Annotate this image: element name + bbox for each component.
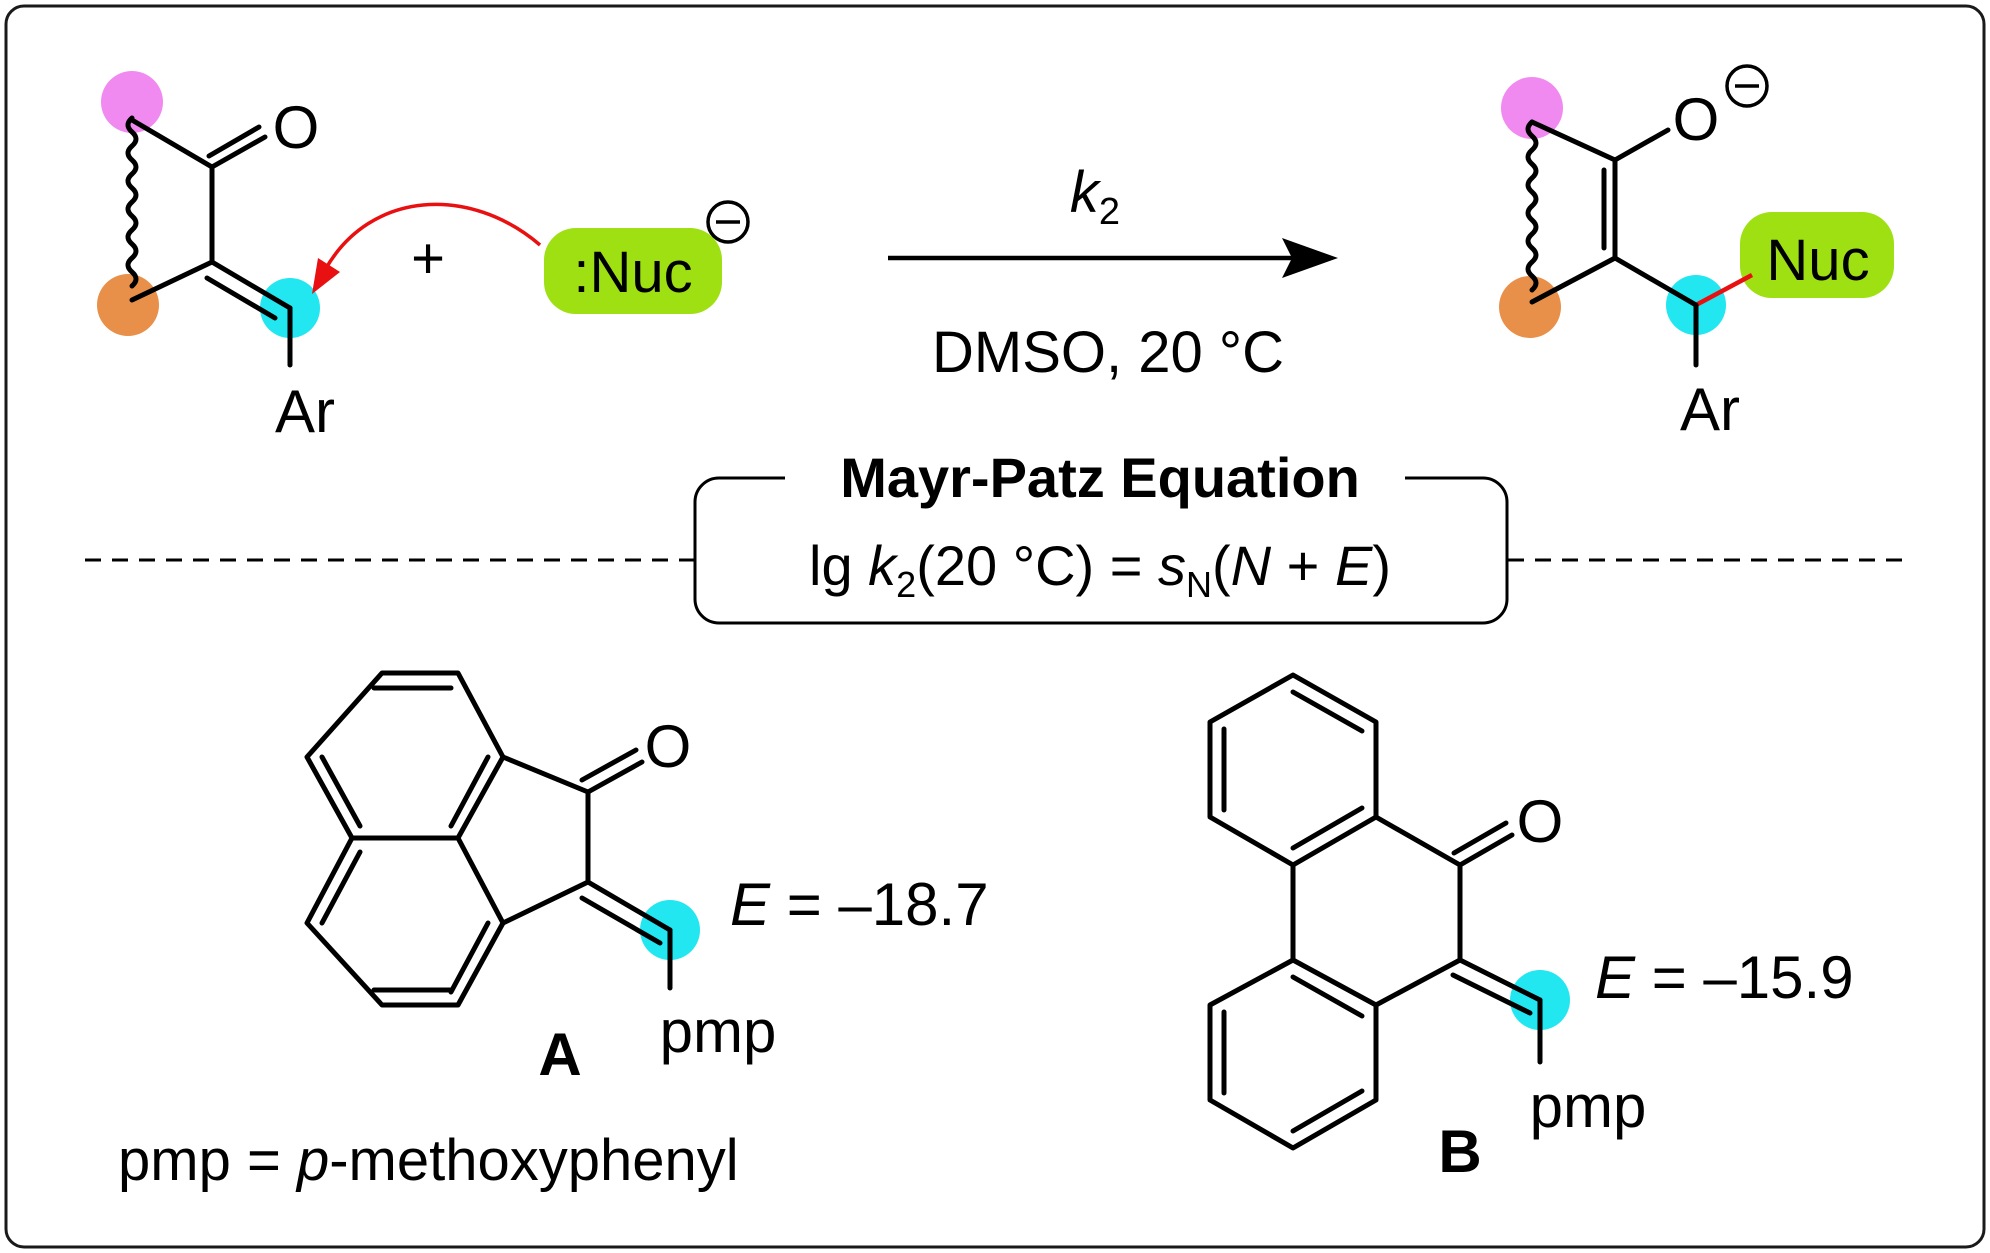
wavy-bond-icon: [1525, 119, 1539, 293]
reactant-oxygen: O: [273, 94, 320, 161]
compound-b: O pmp B E = –15.9: [1207, 672, 1854, 1185]
pink-dot: [101, 71, 163, 133]
curved-arrow-icon: [312, 202, 542, 294]
nucleophile: :Nuc: [544, 200, 750, 314]
circled-minus-icon: [706, 200, 750, 244]
product-nuc: Nuc: [1766, 228, 1869, 293]
compound-b-pmp: pmp: [1530, 1073, 1647, 1140]
nuc-highlight: [544, 228, 722, 314]
product-aryl: Ar: [1680, 376, 1740, 443]
reactant-enone: O Ar: [97, 71, 335, 445]
orange-dot: [97, 274, 159, 336]
circled-minus-icon: [1725, 64, 1769, 108]
rate-constant: k2: [1070, 160, 1120, 233]
outer-frame: [4, 4, 1986, 1249]
equation-formula: lg k2(20 °C) = sN(N + E): [809, 534, 1391, 605]
plus-sign: +: [411, 226, 445, 291]
compound-a-oxygen: O: [645, 713, 692, 780]
pmp-footnote: pmp = p-methoxyphenyl: [118, 1128, 739, 1193]
product-enolate: O Nuc Ar: [1499, 64, 1894, 443]
compound-a-electrophilicity: E = –18.7: [730, 871, 989, 938]
compound-a-label: A: [538, 1021, 581, 1088]
orange-dot: [1499, 276, 1561, 338]
nucleophile-label: :Nuc: [573, 240, 692, 305]
compound-a-pmp: pmp: [660, 998, 777, 1065]
compound-b-electrophilicity: E = –15.9: [1595, 944, 1854, 1011]
equation-box: Mayr-Patz Equation lg k2(20 °C) = sN(N +…: [693, 446, 1509, 625]
pink-dot: [1501, 77, 1563, 139]
compound-b-oxygen: O: [1517, 788, 1564, 855]
equation-title: Mayr-Patz Equation: [840, 446, 1360, 509]
compound-a: O pmp A E = –18.7: [304, 670, 989, 1088]
nuc-highlight: [1740, 212, 1894, 298]
reactant-aryl: Ar: [275, 378, 335, 445]
wavy-bond-icon: [125, 115, 139, 289]
compound-b-label: B: [1438, 1118, 1481, 1185]
new-bond: [1694, 273, 1754, 307]
reaction-conditions: DMSO, 20 °C: [932, 320, 1284, 385]
product-oxygen: O: [1673, 86, 1720, 153]
arrow-right-icon: [888, 238, 1338, 278]
